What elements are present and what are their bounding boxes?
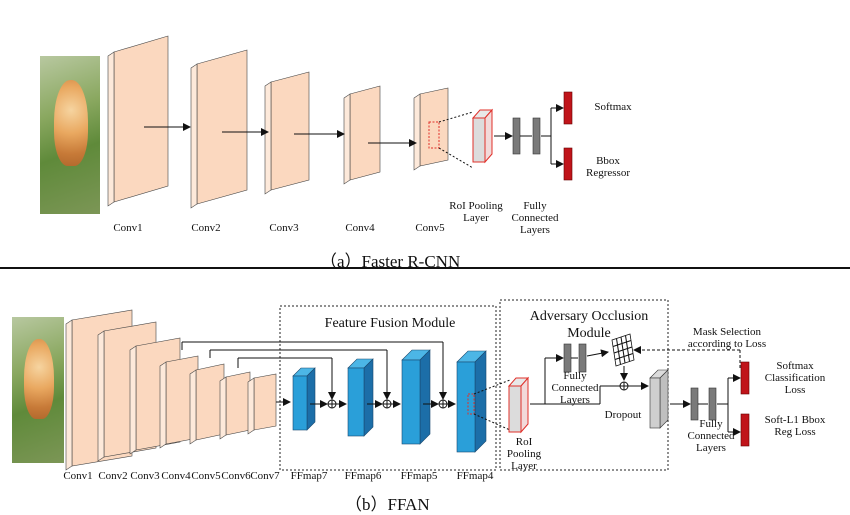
- feature-fusion-box: [279, 305, 497, 471]
- softmax-label: Softmax: [594, 101, 632, 113]
- softl1-bbox-label: Soft-L1 Bbox Reg Loss: [764, 414, 826, 438]
- bbox-loss-bar: [740, 413, 750, 447]
- b-roi-front: [508, 385, 522, 433]
- b-roi-proj-1: [473, 379, 511, 395]
- arrow-inner-fc-mask: [586, 349, 609, 358]
- feature-fusion-title: Feature Fusion Module: [324, 316, 456, 331]
- b-conv7-label: Conv7: [250, 470, 280, 482]
- dropout-label: Dropout: [604, 409, 642, 421]
- b-conv2-label: Conv2: [98, 470, 128, 482]
- conv4-label: Conv4: [345, 222, 375, 234]
- b-conv6-label: Conv6: [221, 470, 251, 482]
- dropout-side: [659, 369, 669, 429]
- caption-a: （a）Faster R-CNN: [320, 252, 461, 271]
- b-roi-side-face: [520, 376, 529, 434]
- inner-fc-bar-2: [578, 343, 587, 373]
- dropout-front: [649, 377, 661, 429]
- b-conv1-label: Conv1: [63, 470, 93, 482]
- ffmap7-block: [292, 367, 316, 431]
- b-fc-outer-label: Fully Connected Layers: [687, 418, 735, 454]
- inner-fc-bar-1: [563, 343, 572, 373]
- conv5-slab: [413, 87, 449, 171]
- b-conv4-label: Conv4: [161, 470, 191, 482]
- cat-figure: [54, 80, 88, 166]
- mask-grid-h2: [613, 346, 633, 354]
- conv1-slab: [107, 35, 169, 207]
- ffmap5-label: FFmap5: [400, 470, 438, 482]
- roi-region-bottom: [467, 393, 475, 415]
- b-conv3-label: Conv3: [130, 470, 160, 482]
- mask-grid-h3: [614, 353, 634, 360]
- ffmap7-label: FFmap7: [290, 470, 328, 482]
- b-fc-inner-label: Fully Connected Layers: [551, 370, 599, 406]
- roi-proj-line-2: [438, 147, 474, 169]
- conv3-label: Conv3: [269, 222, 299, 234]
- outer-fc-bar-2: [708, 387, 717, 421]
- ffmap6-block: [347, 358, 374, 437]
- b-conv5-label: Conv5: [191, 470, 221, 482]
- b-conv6-slab: [219, 371, 251, 440]
- input-image-top: [40, 56, 100, 214]
- b-conv5-slab: [189, 363, 225, 445]
- b-conv7-slab: [247, 373, 277, 435]
- adversary-occlusion-title: Adversary Occlusion Module: [529, 309, 649, 341]
- conv3-slab: [264, 71, 310, 195]
- roi-proj-line-1: [438, 111, 474, 123]
- caption-b: （b）FFAN: [345, 495, 430, 514]
- input-image-bottom: [12, 317, 64, 463]
- softmax-loss-bar: [740, 361, 750, 395]
- fc-layers-label: Fully Connected Layers: [511, 200, 559, 236]
- mask-selection-label: Mask Selection according to Loss: [687, 326, 767, 350]
- ffmap4-block: [456, 350, 487, 453]
- bbox-output-bar: [563, 147, 573, 181]
- roi-pooling-label: RoI Pooling Layer: [449, 200, 503, 224]
- softmax-classification-label: Softmax Classification Loss: [764, 360, 826, 396]
- mask-grid-v3: [625, 335, 630, 362]
- conv2-label: Conv2: [191, 222, 221, 234]
- fc2-bar-top: [532, 117, 541, 155]
- conv5-label: Conv5: [415, 222, 445, 234]
- ffmap5-block: [401, 349, 431, 445]
- outer-fc-bar-1: [690, 387, 699, 421]
- roi-region-top: [428, 121, 440, 149]
- cat-figure: [24, 339, 54, 419]
- conv4-slab: [343, 85, 381, 185]
- softmax-output-bar: [563, 91, 573, 125]
- ffmap6-label: FFmap6: [344, 470, 382, 482]
- fc1-bar-top: [512, 117, 521, 155]
- b-roi-proj-2: [473, 413, 511, 431]
- b-roi-pooling-label: RoI Pooling Layer: [506, 436, 542, 472]
- conv1-label: Conv1: [113, 222, 143, 234]
- conv2-slab: [190, 49, 248, 209]
- roi-pool-front: [472, 117, 486, 163]
- bbox-regressor-label: Bbox Regressor: [586, 155, 630, 179]
- roi-pool-side-face: [484, 108, 493, 164]
- ffmap4-label: FFmap4: [456, 470, 494, 482]
